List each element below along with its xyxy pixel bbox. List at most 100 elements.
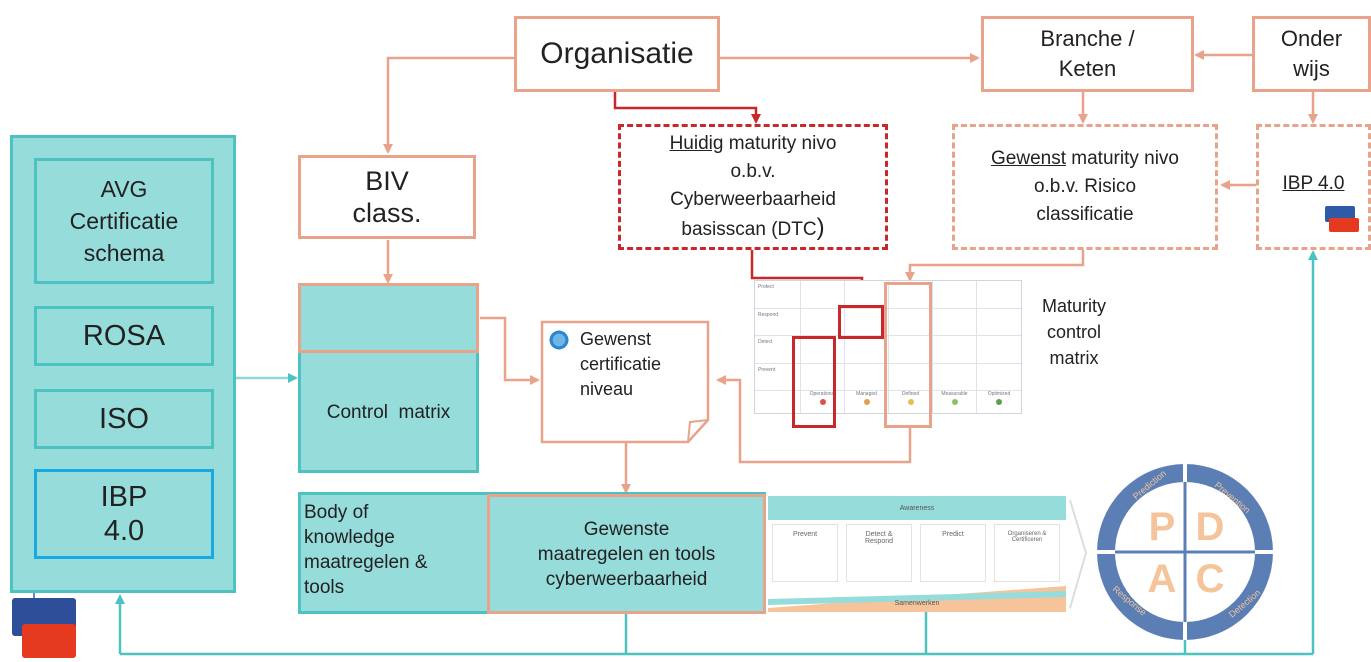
matrix-level-label: Operational — [801, 391, 845, 413]
matrix-row-label: Detect — [755, 336, 801, 364]
mm-line-1: Maturity — [1041, 296, 1106, 316]
huidig-line-4-paren: ) — [816, 214, 825, 241]
panel-item-avg: AVG Certificatie schema — [34, 158, 214, 284]
col-label: Organiseren & Certificeren — [1007, 531, 1047, 543]
framework-col: Organiseren & Certificeren — [994, 524, 1060, 582]
samenwerken-wedge — [768, 586, 1066, 612]
col-label: Detect & Respond — [864, 531, 894, 545]
arrow-organisatie-huidig — [613, 92, 761, 124]
pdca-letter-p: P — [1149, 505, 1176, 549]
arrow-matrix-gewenstcert — [716, 375, 912, 464]
onderwijs-line-2: wijs — [1293, 56, 1330, 81]
awareness-label: Awareness — [899, 504, 935, 512]
ibp-line-1: IBP — [100, 481, 148, 513]
bok-line-4: tools — [304, 577, 345, 598]
gewenst-line-3: classificatie — [1036, 204, 1134, 225]
pdca-letter-a: A — [1148, 557, 1177, 601]
mm-line-2: control — [1046, 322, 1102, 342]
iso-label: ISO — [99, 402, 149, 435]
framework-samenwerken: Samenwerken — [768, 596, 1066, 610]
gewenste-maatregelen-node: Gewenste maatregelen en tools cyberweerb… — [487, 494, 766, 614]
huidig-line-1-rest: maturity nivo — [723, 133, 837, 154]
organisatie-label: Organisatie — [540, 37, 694, 70]
matrix-row-label: Prevent — [755, 363, 801, 391]
matrix-level-label: Measurable — [933, 391, 977, 413]
huidig-line-2: o.b.v. — [730, 161, 776, 182]
framework-col: Detect & Respond — [846, 524, 912, 582]
panel-item-rosa: ROSA — [34, 306, 214, 366]
gewenst-cert-line-1: Gewenst — [580, 329, 652, 349]
framework-col: Prevent — [772, 524, 838, 582]
gewenst-underlined: Gewenst — [991, 148, 1066, 169]
gewenst-cert-text: Gewenst certificatie niveau — [580, 327, 700, 402]
matrix-current-highlight — [792, 336, 836, 428]
ibp-small-label: IBP 4.0 — [1282, 173, 1345, 194]
ibp-logo-large — [12, 598, 76, 662]
level-text: Optimized — [987, 391, 1011, 397]
maturity-matrix: Protect Respond Detect Prevent Operation… — [754, 280, 1022, 414]
framework-strip: Awareness Prevent Detect & Respond Predi… — [768, 496, 1066, 612]
matrix-level-label: Managed — [845, 391, 889, 413]
bok-line-3: maatregelen & — [304, 552, 428, 573]
onderwijs-line-1: Onder — [1280, 26, 1343, 51]
control-matrix-header — [298, 283, 479, 353]
rosa-label: ROSA — [82, 319, 166, 352]
gm-line-1: Gewenste — [583, 518, 670, 540]
gm-line-2: maatregelen en tools — [537, 543, 716, 565]
level-text: Measurable — [941, 391, 968, 397]
avg-line-3: schema — [83, 240, 165, 266]
matrix-current-highlight-2 — [838, 305, 884, 339]
mm-line-3: matrix — [1049, 348, 1099, 368]
arrow-gewenst-matrix — [905, 250, 1085, 282]
panel-item-iso: ISO — [34, 389, 214, 449]
matrix-row-label: Respond — [755, 308, 801, 336]
huidig-underlined: Huidig — [669, 133, 724, 154]
ibp-logo-small — [1325, 206, 1359, 234]
control-matrix-label: Control matrix — [326, 402, 451, 423]
matrix-desired-highlight — [884, 282, 932, 428]
arrow-control-gewenstcert — [480, 316, 540, 385]
organisatie-node: Organisatie — [514, 16, 720, 92]
level-text: Operational — [809, 391, 836, 397]
gear-icon — [548, 329, 570, 351]
col-label: Predict — [942, 531, 964, 538]
gewenst-line-2: o.b.v. Risico — [1033, 176, 1137, 197]
ibp-small-node: IBP 4.0 — [1256, 124, 1371, 250]
biv-class-node: BIV class. — [298, 155, 476, 239]
samenwerken-label: Samenwerken — [894, 599, 940, 607]
body-of-knowledge-text: Body of knowledge maatregelen & tools — [304, 500, 428, 600]
pdca-letter-d: D — [1196, 505, 1225, 549]
huidig-line-4: basisscan (DTC — [681, 219, 817, 240]
level-text: Managed — [856, 391, 877, 397]
matrix-level-label: Defined — [889, 391, 933, 413]
avg-line-2: Certificatie — [69, 208, 179, 234]
level-text: Defined — [901, 391, 920, 397]
branche-keten-node: Branche / Keten — [981, 16, 1194, 92]
matrix-level-label: Optimized — [977, 391, 1021, 413]
matrix-row-label: Protect — [755, 281, 801, 309]
maturity-matrix-label: Maturity control matrix — [1032, 293, 1116, 371]
gewenst-maturity-node: Gewenst maturity nivo o.b.v. Risico clas… — [952, 124, 1218, 250]
huidig-maturity-node: Huidig maturity nivo o.b.v. Cyberweerbaa… — [618, 124, 888, 250]
branche-line-1: Branche / — [1040, 26, 1135, 51]
huidig-line-3: Cyberweerbaarheid — [670, 189, 836, 210]
framework-awareness: Awareness — [768, 496, 1066, 520]
control-matrix-node: Control matrix — [298, 283, 479, 473]
avg-line-1: AVG — [100, 176, 148, 202]
biv-line-1: BIV — [365, 166, 409, 196]
framework-col: Predict — [920, 524, 986, 582]
onderwijs-node: Onder wijs — [1252, 16, 1371, 92]
gewenst-cert-line-2: certificatie — [580, 354, 662, 374]
bok-line-2: knowledge — [304, 527, 395, 548]
biv-line-2: class. — [352, 198, 422, 228]
gm-line-3: cyberweerbaarheid — [545, 568, 708, 590]
ibp-line-2: 4.0 — [103, 515, 145, 547]
branche-line-2: Keten — [1058, 56, 1117, 81]
pdca-letter-c: C — [1196, 557, 1225, 601]
bok-line-1: Body of — [304, 502, 369, 523]
gewenst-cert-line-3: niveau — [580, 379, 634, 399]
